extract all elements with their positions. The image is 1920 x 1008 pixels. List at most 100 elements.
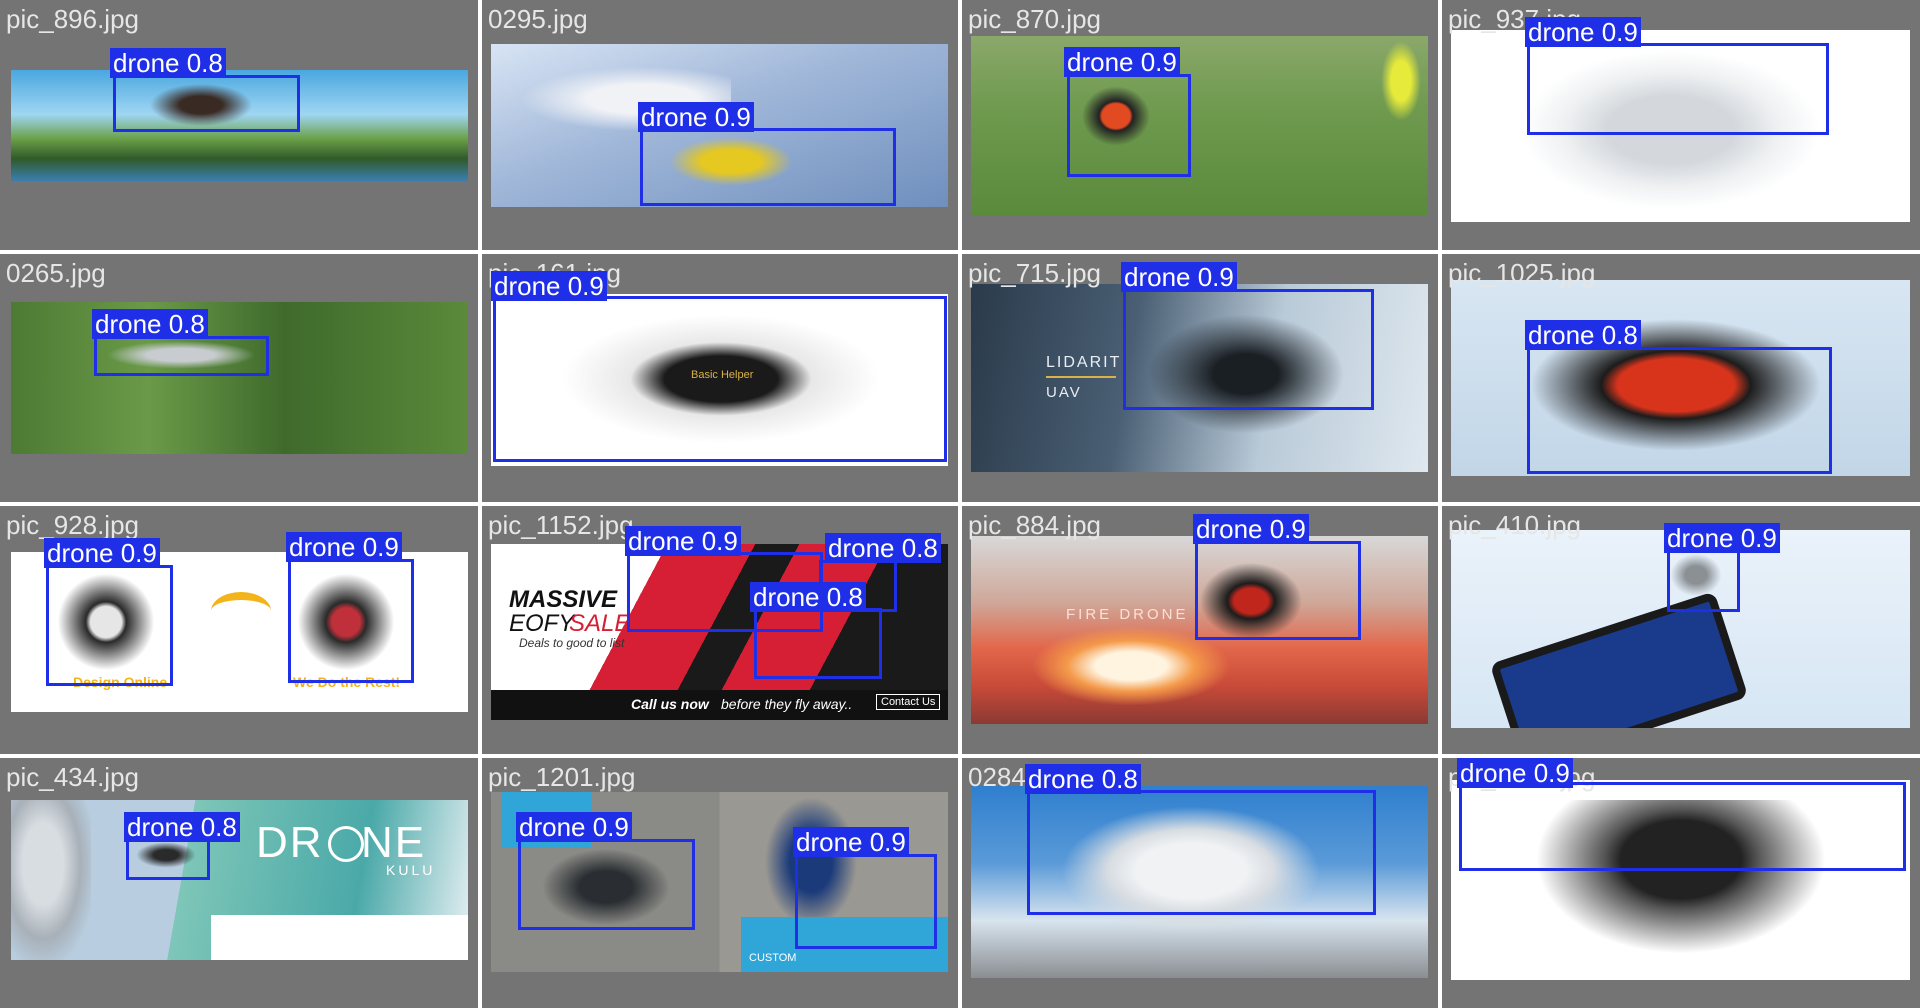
- tile-pic-410: pic_410.jpg drone 0.9: [1442, 506, 1920, 754]
- detection-label: drone 0.9: [1664, 523, 1780, 553]
- logo-text: DR: [256, 818, 324, 867]
- banner-text: LIDARIT: [1046, 354, 1122, 371]
- detection-label: drone 0.9: [638, 102, 754, 132]
- panel-text: CUSTOM: [749, 952, 797, 964]
- detection-label: drone 0.8: [750, 582, 866, 612]
- tile-pic-715: LIDARIT UAV pic_715.jpg drone 0.9: [962, 254, 1438, 502]
- drone-silhouette: [1191, 556, 1311, 646]
- detection-box: [1459, 782, 1906, 871]
- tile-filename: pic_410.jpg: [1448, 510, 1581, 540]
- detection-box: [1527, 347, 1832, 474]
- tile-filename: pic_870.jpg: [968, 4, 1101, 34]
- detection-box: [46, 565, 173, 686]
- detection-box: [113, 75, 300, 132]
- logo-subtext: KULU: [386, 862, 436, 878]
- detection-label: drone 0.8: [1025, 764, 1141, 794]
- tile-filename: pic_434.jpg: [6, 762, 139, 792]
- tile-pic-434: DR NE KULU pic_434.jpg drone 0.8: [0, 758, 478, 1008]
- photo-field-drone: [971, 36, 1428, 216]
- detection-box: [493, 296, 947, 462]
- photo-plane-drone: [491, 44, 948, 207]
- person-silhouette: [1381, 41, 1421, 121]
- tile-filename: pic_1025.jpg: [1448, 258, 1596, 288]
- footer-text: Call us now: [631, 696, 709, 712]
- detection-label: drone 0.8: [110, 48, 226, 78]
- tile-pic-928: Design Online We Do the Rest! pic_928.jp…: [0, 506, 478, 754]
- detection-box: [640, 128, 896, 206]
- detection-label: drone 0.8: [1525, 320, 1641, 350]
- tile-0265: 0265.jpg drone 0.8: [0, 254, 478, 502]
- detection-label: drone 0.8: [825, 533, 941, 563]
- contact-button: Contact Us: [876, 694, 941, 710]
- drone-silhouette: [101, 340, 261, 370]
- photo-toy-drone: Basic Helper: [491, 294, 948, 466]
- detection-label: drone 0.9: [1121, 262, 1237, 292]
- detection-label: drone 0.9: [793, 827, 909, 857]
- drone-silhouette: [1521, 50, 1821, 210]
- detection-label: drone 0.8: [124, 812, 240, 842]
- tile-filename: pic_884.jpg: [968, 510, 1101, 540]
- detection-label: drone 0.9: [1525, 17, 1641, 47]
- logo-o-ring: [328, 826, 364, 862]
- detection-label: drone 0.9: [491, 271, 607, 301]
- sale-title: MASSIVE: [509, 586, 618, 613]
- sale-subtitle: Deals to good to list: [519, 636, 625, 650]
- tile-0295: 0295.jpg drone 0.9: [482, 0, 958, 250]
- photo-lidar-drone: LIDARIT UAV: [971, 284, 1428, 472]
- tile-pic-870: pic_870.jpg drone 0.9: [962, 0, 1438, 250]
- yellow-drone-silhouette: [661, 134, 801, 189]
- tile-pic-161: Basic Helper pic_161.jpg drone 0.9: [482, 254, 958, 502]
- photo-black-drone: [1451, 780, 1910, 980]
- tile-filename: pic_928.jpg: [6, 510, 139, 540]
- photo-tablet-drone: [1451, 530, 1910, 728]
- detection-label: drone 0.9: [625, 526, 741, 556]
- drone-silhouette: [1511, 800, 1851, 970]
- divider-line: [1046, 376, 1116, 378]
- detection-box: [1067, 74, 1191, 177]
- detection-box: [754, 608, 882, 679]
- detection-box: [1123, 289, 1374, 410]
- tile-pic-896: pic_896.jpg drone 0.8: [0, 0, 478, 250]
- drone-silhouette: [131, 840, 201, 870]
- detection-box: [288, 559, 414, 683]
- tile-pic-1201: CUSTOM pic_1201.jpg drone 0.9 drone 0.9: [482, 758, 958, 1008]
- sale-title: EOFY: [509, 610, 575, 637]
- detection-label: drone 0.9: [286, 532, 402, 562]
- detection-label: drone 0.9: [1457, 758, 1573, 788]
- photo-fire-drone: FIRE DRONE: [971, 536, 1428, 724]
- drone-silhouette-right: [291, 567, 401, 677]
- arrow-shape: [211, 592, 271, 630]
- detection-label: drone 0.9: [44, 538, 160, 568]
- detection-box: [126, 839, 210, 880]
- detection-box: [1667, 550, 1740, 612]
- caption-text: Design Online: [73, 674, 168, 690]
- detection-box: [1527, 43, 1829, 135]
- tile-filename: 0265.jpg: [6, 258, 106, 288]
- detection-box: [1195, 541, 1361, 640]
- detection-label: drone 0.9: [516, 812, 632, 842]
- person-silhouette: [11, 800, 91, 960]
- detection-box: [1027, 790, 1376, 915]
- sale-title: SALE: [569, 610, 631, 637]
- drone-silhouette: [1666, 550, 1726, 600]
- tile-filename: pic_1152.jpg: [488, 510, 634, 540]
- detection-label: drone 0.8: [92, 309, 208, 339]
- tile-0284: 0284.jpg drone 0.8: [962, 758, 1438, 1008]
- drone-silhouette: [141, 80, 261, 130]
- person-silhouette: [761, 792, 861, 932]
- drone-silhouette-left: [51, 567, 161, 677]
- photo-forest-drone: [11, 302, 468, 454]
- logo-text: NE: [361, 818, 427, 867]
- tile-filename: pic_896.jpg: [6, 4, 139, 34]
- tile-filename: pic_715.jpg: [968, 258, 1101, 288]
- tile-filename: pic_1201.jpg: [488, 762, 636, 792]
- footer-text: before they fly away..: [721, 696, 853, 712]
- banner-text: UAV: [1046, 384, 1082, 401]
- photo-lake-drone: [11, 70, 468, 181]
- tile-pic-937: pic_937.jpg drone 0.9: [1442, 0, 1920, 250]
- tile-pic-1152: MASSIVE EOFY SALE Deals to good to list …: [482, 506, 958, 754]
- tile-filename: 0295.jpg: [488, 4, 588, 34]
- drone-silhouette: [1076, 81, 1156, 151]
- product-text: Basic Helper: [691, 369, 754, 381]
- tile-pic-1025: pic_1025.jpg drone 0.8: [1442, 254, 1920, 502]
